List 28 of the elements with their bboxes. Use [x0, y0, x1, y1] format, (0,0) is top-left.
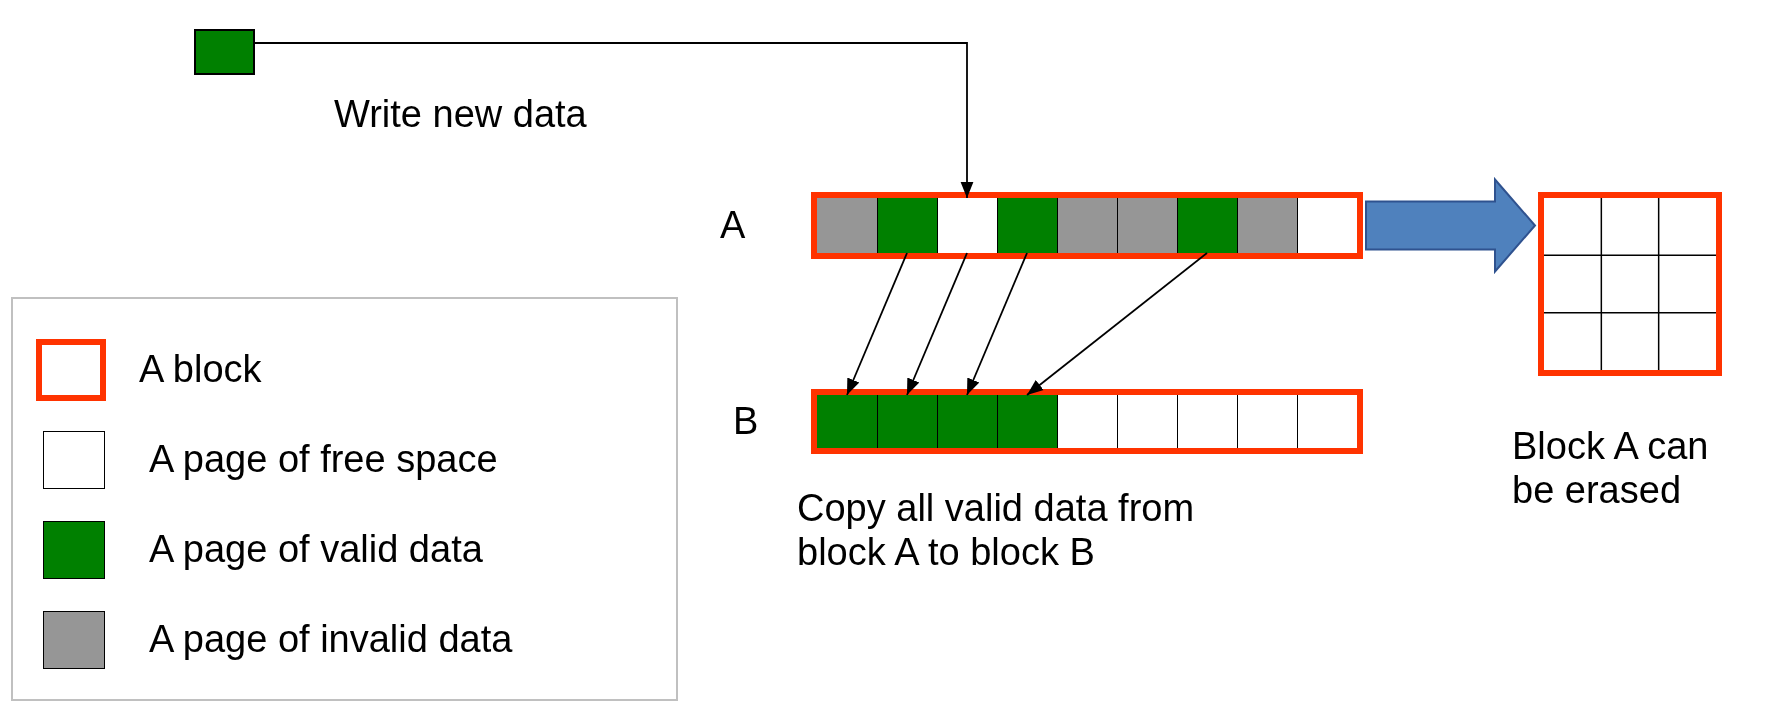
block-label: B	[733, 399, 759, 443]
block-arrow	[1365, 176, 1537, 275]
page-cell	[877, 395, 937, 448]
page-cell	[937, 395, 997, 448]
erased-block	[1538, 192, 1722, 376]
block-label: A	[720, 203, 746, 247]
elbow-arrow	[254, 42, 974, 199]
arrow	[966, 252, 1028, 396]
page-cell	[1177, 198, 1237, 253]
page-cell	[997, 395, 1057, 448]
legend-text: A block	[139, 347, 262, 391]
page-cell	[817, 395, 877, 448]
caption-text: Copy all valid data from block A to block B	[797, 486, 1196, 574]
page-cell	[1057, 198, 1117, 253]
page-cell	[877, 198, 937, 253]
page-cell	[1237, 198, 1297, 253]
page-cell	[817, 198, 877, 253]
legend-text: A page of invalid data	[149, 617, 513, 661]
arrow	[846, 252, 908, 396]
edge-label: Write new data	[334, 92, 587, 136]
arrow	[1026, 252, 1208, 396]
caption-text: Block A can be erased	[1512, 424, 1710, 512]
page-cell	[1117, 198, 1177, 253]
legend-text: A page of valid data	[149, 527, 483, 571]
data-page-square	[194, 29, 255, 75]
page-cell	[997, 198, 1057, 253]
legend-text: A page of free space	[149, 437, 498, 481]
arrow	[906, 252, 968, 396]
